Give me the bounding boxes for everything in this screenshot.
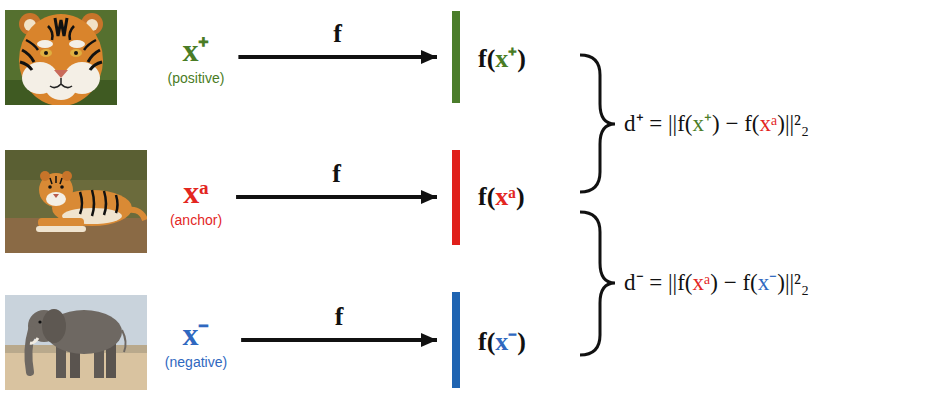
tiger-face-photo [5,10,117,105]
text-run: ) [517,327,526,356]
text-run: ) [516,182,525,211]
text-run: x⁻ [758,270,778,295]
embedding-bar: f(x⁺) [452,11,526,103]
distance-formula: d⁻ = ||f(xᵃ) − f(x⁻)||²₂ [624,269,809,297]
embedding-label: f(x⁻) [478,322,526,358]
mapping-arrow [238,55,437,59]
text-run: f( [478,327,495,356]
embedding-bar: f(x⁻) [452,292,526,388]
elephant-photo [5,295,147,390]
text-run: x⁺ [495,44,517,73]
text-run: d⁻ = ||f( [624,270,693,295]
text-run: )||²₂ [777,111,809,136]
mapping-arrow [236,195,437,199]
variable-symbol: xᵃ [170,175,222,210]
curly-brace [580,55,615,192]
function-label: f [330,20,345,49]
text-run: xᵃ [495,182,516,211]
text-run: xᵃ [693,270,711,295]
role-caption: (negative) [165,353,227,371]
text-run: f( [478,44,495,73]
text-run: f( [478,182,495,211]
input-label: xᵃ(anchor) [170,175,222,228]
embedding-label: f(x⁺) [478,39,526,75]
text-run: ) − f( [710,270,757,295]
input-label: x⁻(negative) [165,317,227,370]
distance-formula: d⁺ = ||f(x⁺) − f(xᵃ)||²₂ [624,110,809,138]
text-run: xᵃ [759,111,777,136]
text-run: x⁺ [693,111,713,136]
lying-tiger-photo [5,150,147,253]
variable-symbol: x⁻ [165,317,227,352]
mapping-arrow [241,338,437,342]
text-run: ) − f( [712,111,759,136]
variable-symbol: x⁺ [168,33,225,68]
role-caption: (positive) [168,69,225,87]
embedding-bar: f(xᵃ) [452,150,525,245]
text-run: x⁻ [495,327,517,356]
curly-brace [580,212,615,355]
role-caption: (anchor) [170,211,222,229]
function-label: f [329,160,344,189]
text-run: )||²₂ [777,270,809,295]
text-run: ) [517,44,526,73]
text-run: d⁺ = ||f( [624,111,693,136]
function-label: f [332,303,347,332]
input-label: x⁺(positive) [168,33,225,86]
embedding-label: f(xᵃ) [478,182,525,212]
